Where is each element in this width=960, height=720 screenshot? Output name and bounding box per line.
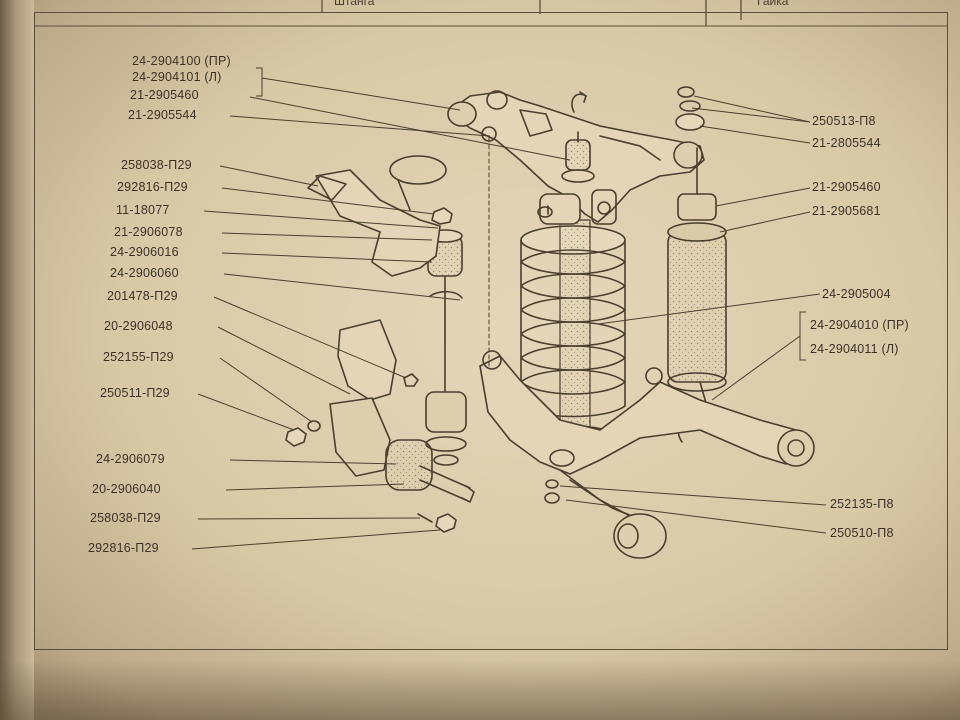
header-cell-rod: Штанга (334, 0, 375, 8)
small-fasteners (285, 206, 560, 533)
part-label-lower-arm-right: 24-2904010 (ПР) (810, 318, 909, 332)
book-spine-shadow (0, 0, 34, 720)
page-bottom-shadow (0, 660, 960, 720)
part-label-cotter-pin-bottom: 258038-П29 (90, 511, 161, 525)
part-label-coil-spring: 24-2905004 (822, 287, 891, 301)
part-label-lower-arm-left: 24-2904011 (Л) (810, 342, 899, 356)
shock-absorber (667, 86, 727, 411)
part-label-lower-bushing: 24-2906079 (96, 452, 165, 466)
part-label-nut-top: 292816-П29 (117, 180, 188, 194)
suspension-parts (285, 86, 815, 559)
upper-ball-joint (561, 131, 595, 183)
stabilizer-link (425, 229, 467, 466)
part-label-lower-washer: 250510-П8 (830, 526, 894, 540)
part-label-cotter-pin-top: 258038-П29 (121, 158, 192, 172)
part-label-bushing-washer: 21-2905544 (128, 108, 197, 122)
part-label-nut-bracket: 252155-П29 (103, 350, 174, 364)
header-table-lines (34, 0, 948, 27)
part-label-lower-nut: 252135-П8 (830, 497, 894, 511)
part-label-link-bolt: 24-2906016 (110, 245, 179, 259)
part-label-bracket: 20-2906048 (104, 319, 173, 333)
part-label-bolt: 201478-П29 (107, 289, 178, 303)
part-label-lower-pin: 20-2906040 (92, 482, 161, 496)
part-label-washer-top-right: 250513-П8 (812, 114, 876, 128)
diagram-frame (34, 12, 948, 650)
part-label-link-sleeve: 24-2906060 (110, 266, 179, 280)
part-label-link-cushion: 21-2906078 (114, 225, 183, 239)
part-label-upper-arm-left: 24-2904101 (Л) (132, 70, 222, 84)
lower-bushing (385, 439, 475, 503)
part-label-washer-bracket: 250511-П29 (100, 386, 170, 400)
part-label-nut-bottom: 292816-П29 (88, 541, 159, 555)
part-label-bushing-upper: 21-2905460 (130, 88, 199, 102)
spring-upper-mount (539, 189, 617, 225)
part-label-shock-bushing: 21-2905460 (812, 180, 881, 194)
part-label-bushing-top-right: 21-2805544 (812, 136, 881, 150)
part-label-upper-arm-right: 24-2904100 (ПР) (132, 54, 231, 68)
knuckle-bracket (307, 155, 447, 477)
lower-control-arm (479, 350, 815, 559)
leader-lines (191, 67, 827, 550)
rotation-arrow-top (571, 93, 587, 113)
part-label-grease-fitting: 11-18077 (116, 203, 170, 217)
part-label-shock-absorber: 21-2905681 (812, 204, 881, 218)
header-cell-nut: Гайка (757, 0, 789, 8)
